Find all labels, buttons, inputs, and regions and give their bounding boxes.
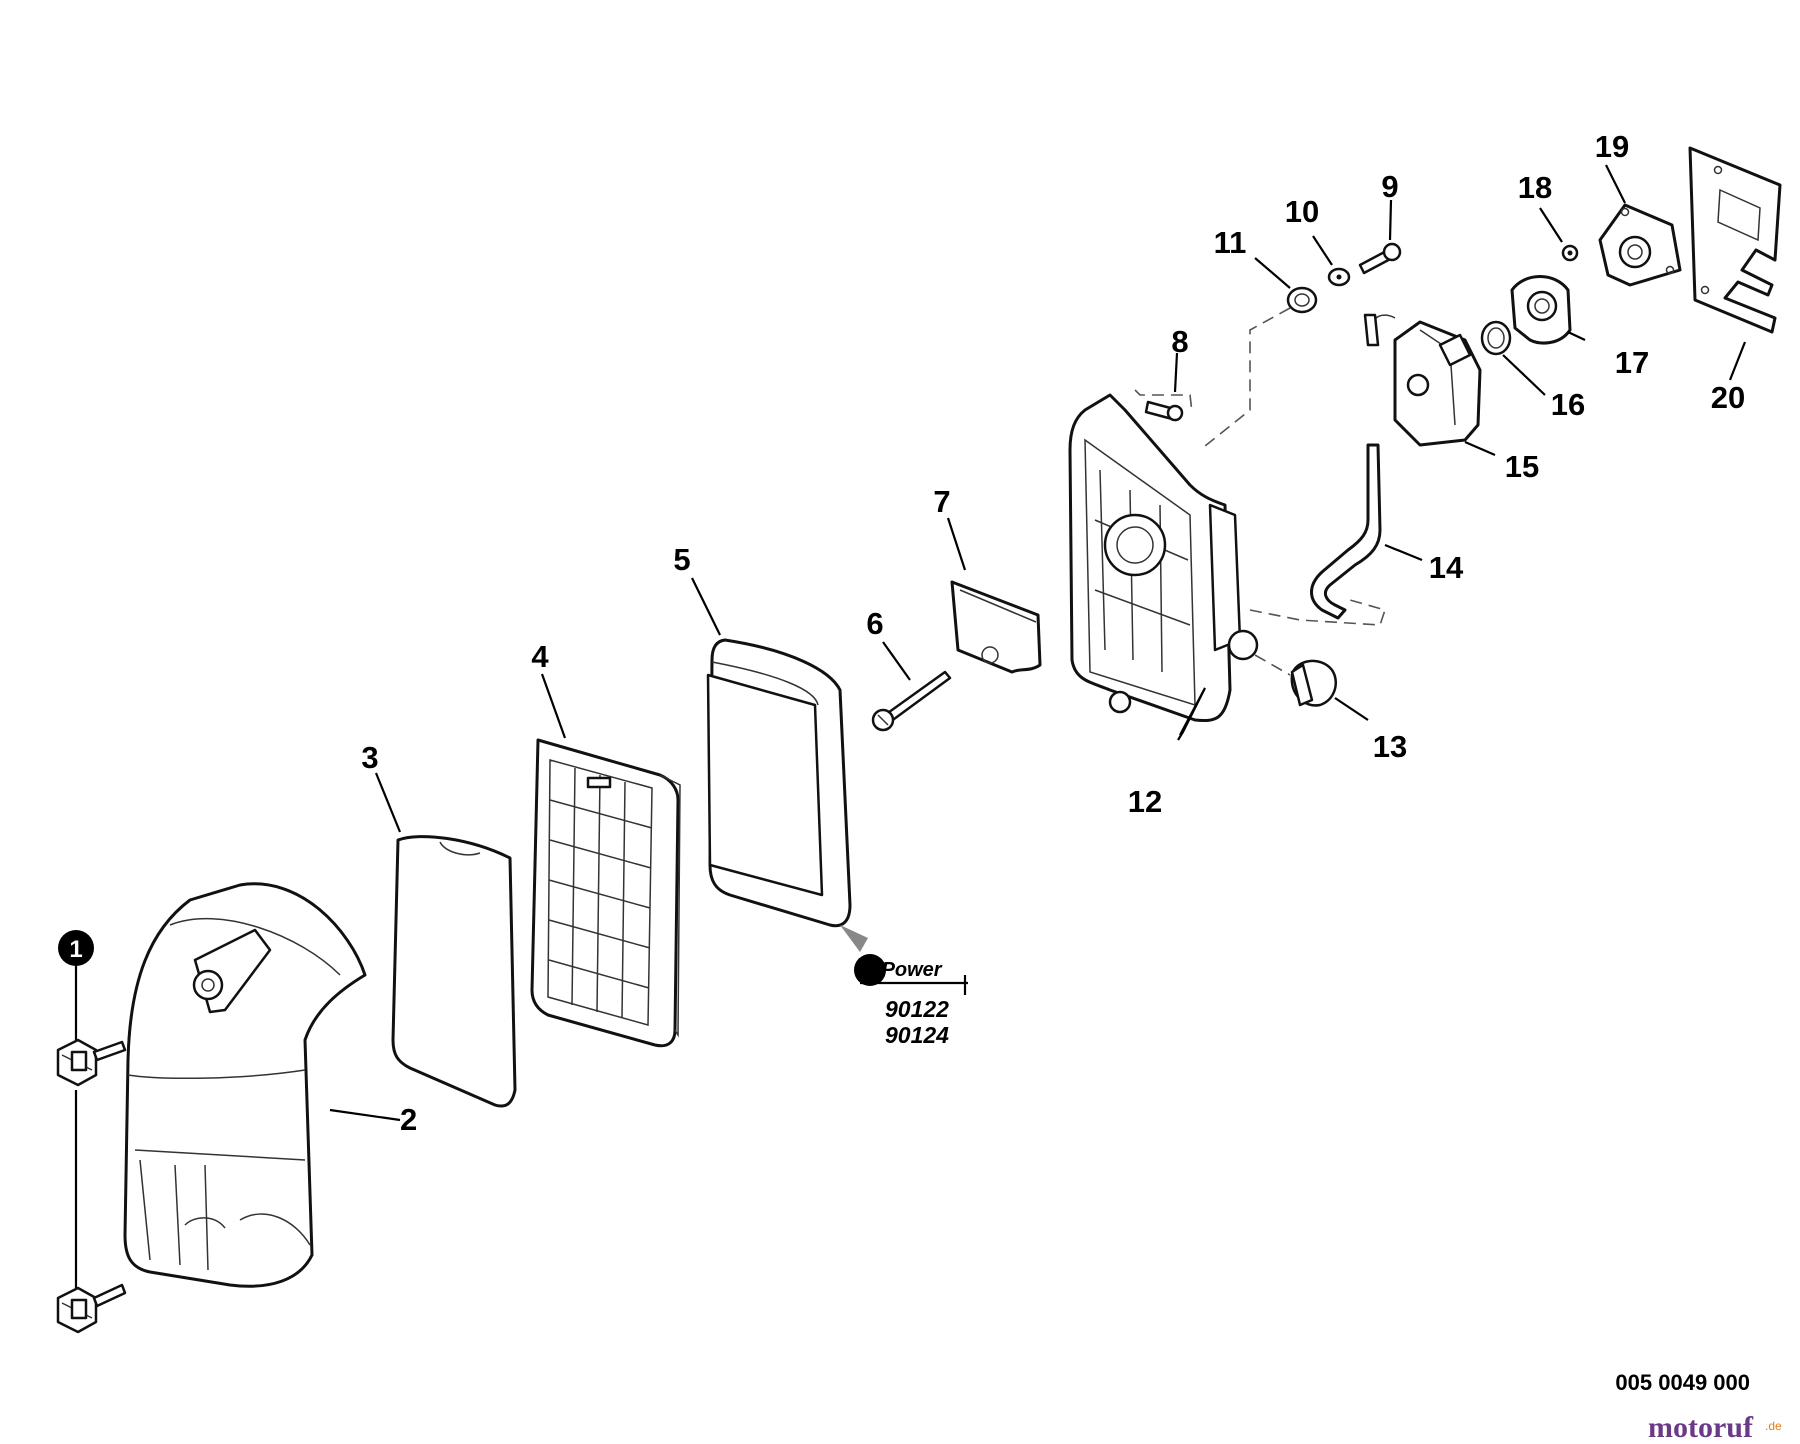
callout-9: 9: [1381, 169, 1398, 204]
part-bolt-9[interactable]: [1358, 242, 1402, 275]
part-fuel-hose[interactable]: [1310, 443, 1382, 620]
part-knob-lower[interactable]: [56, 1283, 127, 1334]
callout-4: 4: [531, 639, 549, 674]
callout-11: 11: [1214, 225, 1247, 260]
callout-5: 5: [673, 542, 690, 577]
part-long-screw[interactable]: [871, 670, 952, 732]
callout-16: 16: [1551, 387, 1585, 422]
callout-15: 15: [1505, 449, 1539, 484]
callout-20: 20: [1711, 380, 1745, 415]
assembly-line-nut: [1199, 307, 1291, 451]
reference-marker: 1: [58, 930, 94, 966]
part-filter-frame[interactable]: [530, 738, 681, 1048]
part-adapter-17[interactable]: [1510, 275, 1572, 345]
callout-2: 2: [400, 1102, 417, 1137]
callout-3: 3: [361, 740, 378, 775]
callout-12: 12: [1128, 784, 1162, 819]
repower-brand: RePower: [856, 959, 943, 981]
part-screw-8[interactable]: [1144, 400, 1184, 422]
callout-10: 10: [1285, 194, 1319, 229]
callout-18: 18: [1518, 170, 1552, 205]
document-number: 005 0049 000: [1615, 1370, 1750, 1395]
kit-pointer-triangle: [840, 925, 868, 952]
part-gasket-20[interactable]: [1688, 146, 1782, 334]
watermark-suffix: .de: [1765, 1419, 1782, 1433]
callout-17: 17: [1615, 345, 1649, 380]
part-knob-upper[interactable]: [56, 1038, 127, 1087]
part-insulator-19[interactable]: [1598, 203, 1682, 287]
part-primer-bulb[interactable]: [1290, 659, 1337, 707]
assembly-line-hose: [1249, 599, 1387, 626]
part-air-box-base[interactable]: [1068, 393, 1259, 723]
callout-8: 8: [1171, 324, 1188, 359]
assembly-line-primer: [1254, 654, 1291, 676]
part-ring-16[interactable]: [1480, 320, 1512, 356]
callout-19: 19: [1595, 129, 1629, 164]
part-bracket[interactable]: [950, 580, 1042, 674]
repower-logo-badge: [854, 954, 886, 986]
leader-lines: [329, 164, 1747, 1122]
part-prefilter[interactable]: [391, 835, 517, 1108]
kit-part-number-1: 90122: [885, 996, 949, 1022]
assembly-line-12-top: [1134, 389, 1193, 413]
repower-kit-label: RePower 90122 90124: [840, 925, 968, 1048]
callout-6: 6: [866, 606, 883, 641]
part-screw-18[interactable]: [1561, 244, 1579, 262]
callout-14: 14: [1429, 550, 1464, 585]
motoruf-watermark: motoruf .de: [1648, 1411, 1782, 1444]
reference-marker-label: 1: [69, 936, 82, 963]
callout-13: 13: [1373, 729, 1407, 764]
watermark-text: motoruf: [1648, 1411, 1754, 1444]
part-air-cleaner-cover[interactable]: [123, 882, 367, 1288]
part-carburetor[interactable]: [1363, 313, 1482, 447]
kit-part-number-2: 90124: [885, 1022, 949, 1048]
callout-7: 7: [933, 484, 950, 519]
part-nut-11[interactable]: [1286, 286, 1318, 314]
part-air-filter[interactable]: [706, 638, 852, 928]
filter-grid: [547, 759, 653, 1026]
part-washer-10[interactable]: [1327, 267, 1351, 287]
